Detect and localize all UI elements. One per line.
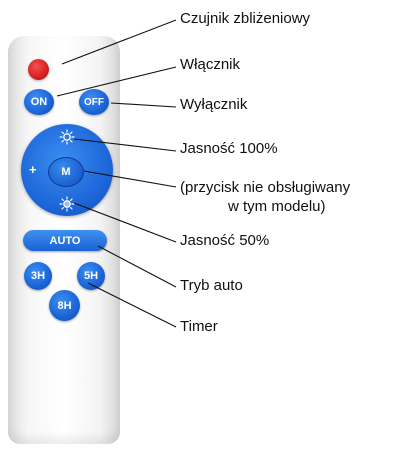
leader-timer	[87, 282, 177, 328]
leader-on	[56, 66, 177, 97]
label-on: Włącznik	[180, 56, 241, 73]
auto-button[interactable]: AUTO	[23, 230, 107, 251]
label-timer: Timer	[180, 318, 218, 335]
leader-brightness-50	[73, 202, 177, 243]
off-button[interactable]: OFF	[79, 89, 109, 115]
label-off: Wyłącznik	[180, 96, 248, 113]
mode-button[interactable]: M	[48, 157, 84, 187]
label-proximity-sensor: Czujnik zbliżeniowy	[180, 10, 311, 27]
leader-mode	[83, 170, 177, 188]
sun-dim-icon[interactable]	[59, 196, 75, 212]
leader-brightness-100	[73, 138, 177, 152]
timer-8h-button[interactable]: 8H	[49, 290, 80, 321]
leader-off	[110, 102, 177, 108]
proximity-sensor	[28, 59, 49, 80]
label-brightness-100: Jasność 100%	[180, 140, 278, 157]
timer-5h-button[interactable]: 5H	[77, 262, 105, 290]
label-brightness-50: Jasność 50%	[180, 232, 270, 249]
label-mode-line2: w tym modelu)	[228, 198, 326, 215]
label-mode-line1: (przycisk nie obsługiwany	[180, 179, 351, 196]
leader-sensor	[61, 19, 177, 65]
sun-bright-icon[interactable]	[59, 129, 75, 145]
plus-sign: +	[29, 162, 37, 177]
leader-auto	[97, 245, 177, 288]
timer-3h-button[interactable]: 3H	[24, 262, 52, 290]
label-auto-mode: Tryb auto	[180, 277, 243, 294]
on-button[interactable]: ON	[24, 89, 54, 115]
